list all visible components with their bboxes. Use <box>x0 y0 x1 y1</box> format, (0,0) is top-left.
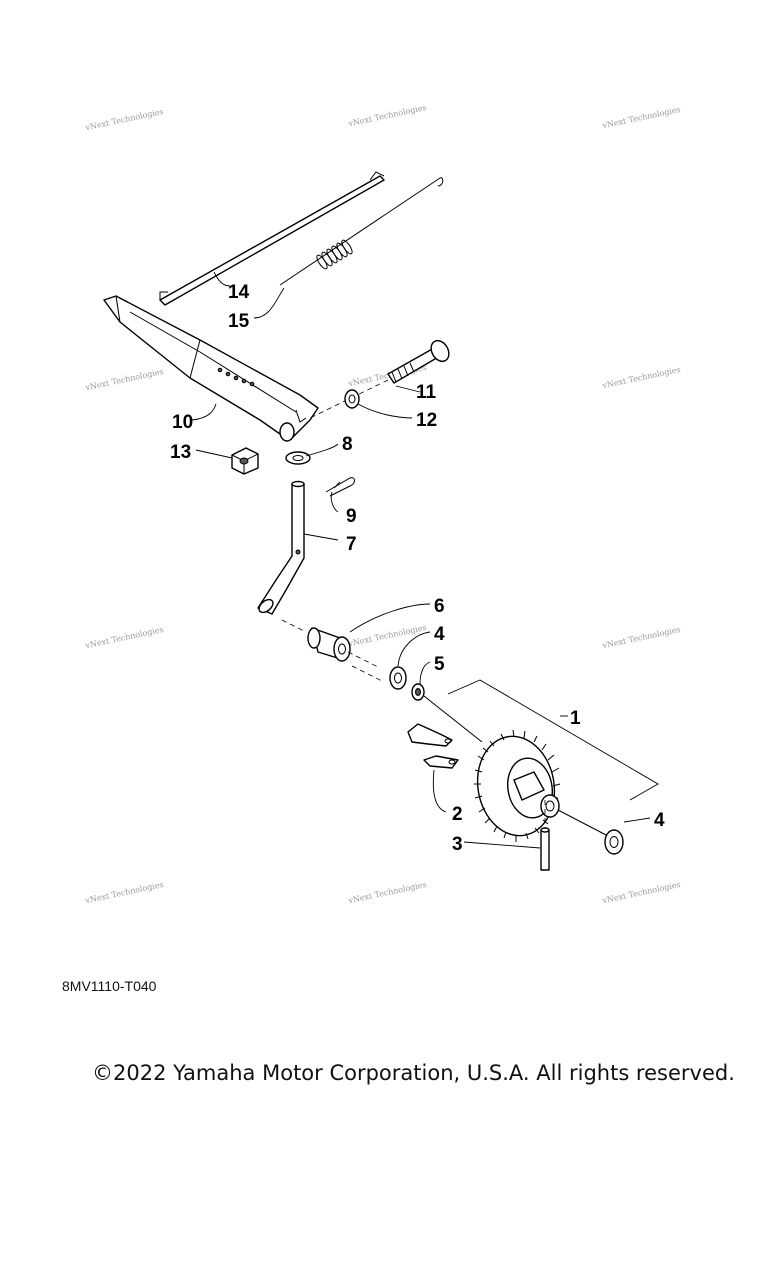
callout-11: 11 <box>416 382 437 403</box>
part-lever-10 <box>103 295 319 442</box>
part-nut-13 <box>231 447 259 475</box>
part-washer-4-lower <box>604 829 624 855</box>
watermark: vNext Technologies <box>601 365 682 391</box>
part-pin-3 <box>540 800 550 871</box>
part-nut-5 <box>411 683 483 743</box>
part-washer-8 <box>285 451 311 465</box>
part-washer-12 <box>344 389 360 409</box>
callouts: 14 15 11 12 10 8 13 9 7 6 4 5 1 2 4 3 <box>170 282 665 855</box>
watermark: vNext Technologies <box>84 107 165 133</box>
part-bushing-6 <box>281 619 385 683</box>
callout-4-lower: 4 <box>654 810 665 831</box>
part-cotter-pin-9 <box>325 477 355 497</box>
part-gear-1 <box>474 729 609 842</box>
spring-coil <box>316 239 353 270</box>
watermark: vNext Technologies <box>601 880 682 906</box>
callout-10: 10 <box>172 412 193 433</box>
callout-2: 2 <box>452 804 463 825</box>
copyright-notice: ©2022 Yamaha Motor Corporation, U.S.A. A… <box>92 1061 735 1085</box>
watermark: vNext Technologies <box>84 880 165 906</box>
callout-5: 5 <box>434 654 445 675</box>
assembly-bracket-1 <box>447 679 659 801</box>
watermark: vNext Technologies <box>601 105 682 131</box>
part-spring-rod-15 <box>279 177 444 286</box>
part-rod-14 <box>159 171 385 306</box>
part-bolt-11 <box>309 339 450 419</box>
watermark: vNext Technologies <box>84 367 165 393</box>
watermark: vNext Technologies <box>601 625 682 651</box>
leader-lines <box>191 271 651 849</box>
watermark: vNext Technologies <box>84 625 165 651</box>
callout-13: 13 <box>170 442 191 463</box>
callout-9: 9 <box>346 506 357 527</box>
callout-7: 7 <box>346 534 357 555</box>
callout-1: 1 <box>570 708 581 729</box>
drawing-code: 8MV1110-T040 <box>62 978 157 994</box>
exploded-parts-diagram: vNext Technologies vNext Technologies vN… <box>84 103 682 906</box>
part-bracket-2 <box>407 723 459 769</box>
watermark: vNext Technologies <box>347 880 428 906</box>
callout-3: 3 <box>452 834 463 855</box>
callout-4-upper: 4 <box>434 624 445 645</box>
part-shaft-7 <box>257 480 305 615</box>
watermark: vNext Technologies <box>347 103 428 129</box>
part-washer-4-upper <box>389 666 407 690</box>
callout-6: 6 <box>434 596 445 617</box>
callout-14: 14 <box>228 282 250 303</box>
callout-8: 8 <box>342 434 353 455</box>
watermarks: vNext Technologies vNext Technologies vN… <box>84 103 682 906</box>
callout-15: 15 <box>228 311 250 332</box>
callout-12: 12 <box>416 410 437 431</box>
